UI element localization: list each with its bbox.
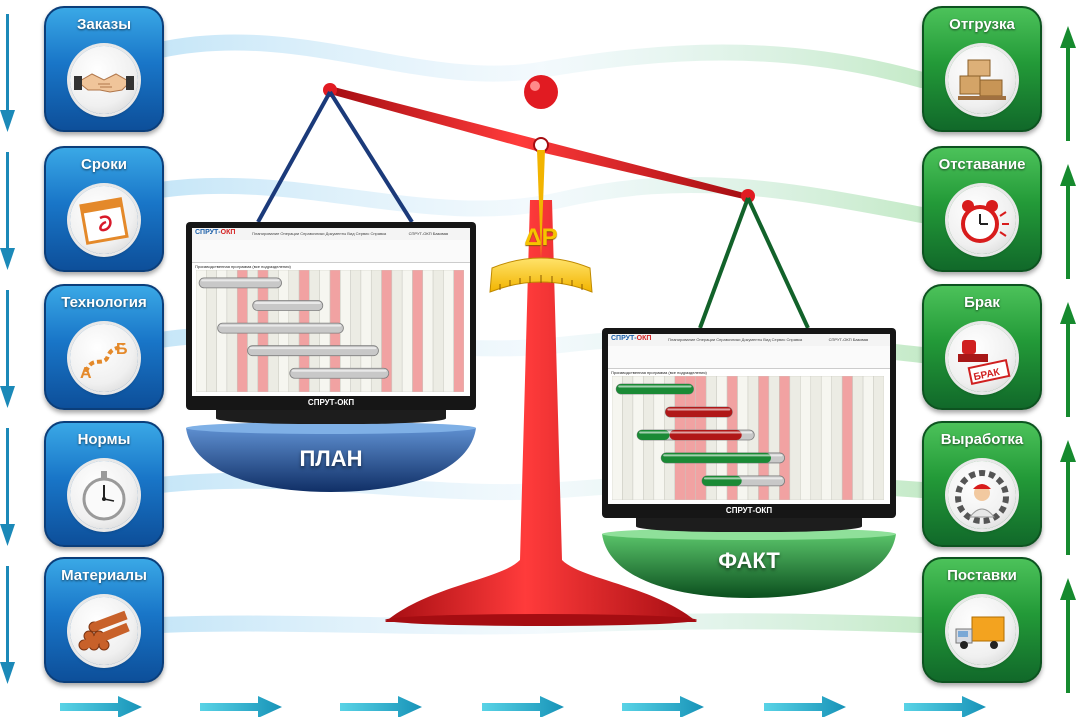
tile-shipment[interactable]: Отгрузка [922, 6, 1042, 132]
plan-monitor-brand: СПРУТ-ОКП [307, 398, 355, 407]
plan-pan-label: ПЛАН [299, 446, 363, 471]
fact-gantt-chart [612, 376, 884, 500]
tile-deadlines[interactable]: Сроки [44, 146, 164, 272]
tile-output-label: Выработка [940, 431, 1024, 448]
worker-gear-icon [948, 461, 1016, 529]
plan-app-logo: СПРУТ-ОКП [195, 229, 236, 236]
tile-output[interactable]: Выработка [922, 421, 1042, 547]
boxes-icon [948, 46, 1016, 114]
plan-workspace-title: Производственная программа (все подразде… [195, 264, 291, 269]
gantt-column [820, 376, 832, 500]
tile-materials[interactable]: Материалы [44, 557, 164, 683]
plan-window-titlebar: СПРУТ-ОКП Планирование Операции Справочн… [192, 228, 470, 240]
gantt-bar-highlight [663, 454, 783, 457]
tile-shipment-label: Отгрузка [949, 16, 1015, 33]
gantt-column [831, 376, 843, 500]
delta-label: ΔP [524, 224, 558, 251]
gantt-bar-done [637, 429, 670, 440]
gantt-column [401, 270, 413, 392]
left-down-arrows [0, 14, 15, 684]
plan-gantt-chart [196, 270, 464, 392]
right-up-arrows [1060, 26, 1076, 693]
tile-supplies-label: Поставки [947, 567, 1017, 584]
tile-defects[interactable]: Брак БРАК [922, 284, 1042, 410]
plan-pan [186, 422, 476, 492]
fact-menu-bar[interactable]: Планирование Операции Справочники Докуме… [668, 337, 803, 342]
fact-toolbar[interactable] [608, 346, 890, 369]
gantt-column [622, 376, 634, 500]
reject-stamp-icon: БРАК [948, 324, 1016, 392]
fact-workspace-title: Производственная программа (все подразде… [611, 370, 707, 375]
fact-pan-label: ФАКТ [718, 548, 780, 573]
tile-technology-label: Технология [61, 294, 147, 311]
tile-orders-label: Заказы [76, 16, 132, 33]
gantt-column [800, 376, 812, 500]
tile-defects-label: Брак [964, 294, 1000, 311]
tile-lag[interactable]: Отставание [922, 146, 1042, 272]
gantt-column [873, 376, 884, 500]
gantt-bar [289, 367, 390, 379]
svg-text:Б: Б [116, 341, 128, 358]
gantt-column [852, 376, 864, 500]
gantt-column [612, 376, 623, 500]
gantt-bar-highlight [201, 279, 280, 282]
plan-monitor: СПРУТ-ОКП Планирование Операции Справочн… [186, 222, 476, 410]
plan-monitor-stand [216, 410, 446, 424]
fact-app-logo: СПРУТ-ОКП [611, 335, 652, 342]
alarm-clock-icon [948, 186, 1016, 254]
gantt-column [443, 270, 454, 392]
gantt-bar-highlight [639, 431, 753, 434]
tile-norms-label: Нормы [77, 431, 131, 448]
fact-hangers [698, 197, 810, 329]
fact-window-titlebar: СПРУТ-ОКП Планирование Операции Справочн… [608, 334, 890, 346]
delivery-truck-icon [948, 597, 1016, 665]
gantt-highlight-column [453, 270, 464, 392]
plan-hangers [256, 90, 414, 224]
fact-monitor-stand [636, 518, 862, 532]
tile-technology[interactable]: Технология А Б [44, 284, 164, 410]
fact-monitor-brand: СПРУТ-ОКП [725, 506, 773, 515]
pipes-icon [70, 597, 138, 665]
gantt-bar-highlight [249, 347, 377, 350]
stopwatch-icon [70, 461, 138, 529]
gantt-bar-highlight [703, 477, 783, 480]
plan-menu-bar[interactable]: Планирование Операции Справочники Докуме… [252, 231, 387, 236]
fact-screen: СПРУТ-ОКП Планирование Операции Справочн… [608, 334, 890, 504]
plan-toolbar[interactable] [192, 240, 470, 263]
tile-lag-label: Отставание [938, 156, 1026, 173]
gantt-bar-highlight [219, 324, 342, 327]
gantt-bar [247, 345, 379, 357]
gantt-highlight-column [412, 270, 424, 392]
gantt-bar-highlight [291, 369, 387, 372]
tile-norms[interactable]: Нормы [44, 421, 164, 547]
process-path-icon: А Б [70, 324, 138, 392]
bottom-flow-arrows [60, 696, 986, 717]
gantt-column [422, 270, 434, 392]
handshake-icon [70, 46, 138, 114]
gantt-column [862, 376, 874, 500]
plan-screen: СПРУТ-ОКП Планирование Операции Справочн… [192, 228, 470, 396]
svg-text:А: А [80, 365, 92, 382]
plan-window-caption: СПРУТ-ОКП Базовая [408, 231, 448, 236]
gantt-column [391, 270, 403, 392]
gantt-bar [217, 322, 344, 334]
tile-deadlines-label: Сроки [81, 156, 127, 173]
scale-beam [323, 75, 755, 258]
gantt-bar-late [669, 429, 742, 440]
gantt-highlight-column [841, 376, 853, 500]
gantt-bar-highlight [254, 302, 321, 304]
gantt-column [810, 376, 822, 500]
tile-materials-label: Материалы [61, 567, 147, 584]
scale-stand [385, 200, 697, 626]
fact-window-caption: СПРУТ-ОКП Базовая [828, 337, 868, 342]
gantt-bar-highlight [667, 408, 731, 411]
calendar-icon [70, 186, 138, 254]
gantt-column [789, 376, 801, 500]
gantt-column [432, 270, 444, 392]
tile-supplies[interactable]: Поставки [922, 557, 1042, 683]
tile-orders[interactable]: Заказы [44, 6, 164, 132]
fact-monitor: СПРУТ-ОКП Планирование Операции Справочн… [602, 328, 896, 518]
delta-gauge [489, 257, 593, 293]
gantt-bar-highlight [618, 385, 692, 388]
